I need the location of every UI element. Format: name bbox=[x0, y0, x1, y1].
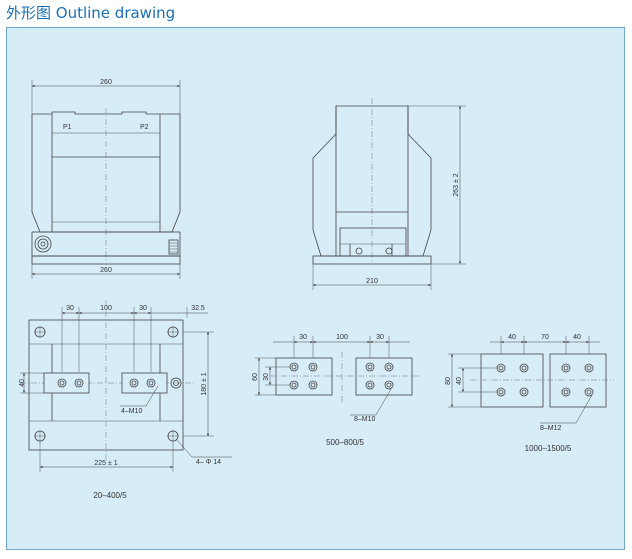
side-view: 263 ± 2 210 bbox=[312, 98, 466, 290]
t1000-dim-40-left: 40 bbox=[508, 334, 516, 341]
plan-dim-32-5: 32.5 bbox=[191, 305, 205, 312]
side-width-dim: 210 bbox=[366, 278, 378, 285]
terminal-500-800-view: 30 100 30 60 30 8–M10 500–800/5 bbox=[252, 334, 420, 447]
t1000-dim-40-right: 40 bbox=[573, 334, 581, 341]
t500-dim-30-left: 30 bbox=[299, 334, 307, 341]
side-height-dim: 263 ± 2 bbox=[453, 173, 460, 196]
caption-20-400: 20–400/5 bbox=[93, 491, 127, 500]
plan-dim-40: 40 bbox=[19, 379, 26, 387]
plan-dim-180: 180 ± 1 bbox=[201, 372, 208, 395]
t500-dim-30-v: 30 bbox=[263, 373, 270, 381]
t500-callout: 8–M10 bbox=[354, 416, 376, 423]
plan-dim-30-right: 30 bbox=[139, 305, 147, 312]
plan-callout-hole: 4– Φ 14 bbox=[196, 459, 221, 466]
front-bottom-width-dim: 260 bbox=[100, 267, 112, 274]
label-p1: P1 bbox=[63, 124, 72, 131]
t1000-dim-80: 80 bbox=[445, 377, 452, 385]
plan-dim-225: 225 ± 1 bbox=[94, 460, 117, 467]
plan-callout-m10: 4–M10 bbox=[121, 408, 143, 415]
page-title: 外形图 Outline drawing bbox=[6, 4, 176, 22]
t500-dim-30-right: 30 bbox=[376, 334, 384, 341]
t500-dim-100: 100 bbox=[336, 334, 348, 341]
t1000-dim-70: 70 bbox=[541, 334, 549, 341]
t500-dim-60: 60 bbox=[252, 373, 259, 381]
caption-1000-1500: 1000–1500/5 bbox=[525, 444, 572, 453]
front-top-width-dim: 260 bbox=[100, 79, 112, 86]
base-plan-view: 30 100 30 32.5 40 bbox=[19, 300, 232, 500]
t1000-callout: 8–M12 bbox=[540, 425, 562, 432]
front-view: 260 P1 P2 260 bbox=[31, 79, 181, 279]
terminal-1000-1500-view: 40 70 40 80 40 8–M12 1000–1500/5 bbox=[445, 334, 614, 453]
caption-500-800: 500–800/5 bbox=[326, 438, 364, 447]
plan-dim-30-left: 30 bbox=[66, 305, 74, 312]
label-p2: P2 bbox=[140, 124, 149, 131]
t1000-dim-40-v: 40 bbox=[456, 377, 463, 385]
